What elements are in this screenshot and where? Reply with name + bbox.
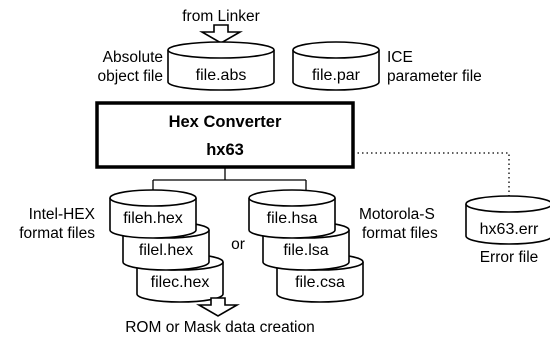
absolute-object-file-cylinder: file.abs bbox=[167, 41, 275, 91]
file-hsa-cylinder: file.hsa bbox=[248, 189, 336, 239]
absolute-label: Absolute bbox=[103, 49, 163, 66]
from-linker-label: from Linker bbox=[182, 8, 260, 25]
file-abs-label: file.abs bbox=[196, 67, 247, 84]
file-par-label: file.par bbox=[312, 67, 361, 84]
or-label: or bbox=[231, 236, 245, 253]
motorola-format-files-label: format files bbox=[362, 225, 438, 242]
ice-parameter-file-cylinder: file.par bbox=[292, 41, 380, 91]
error-file-label: Error file bbox=[480, 249, 539, 266]
error-output-dotted-connector bbox=[353, 152, 510, 196]
hx63-title: hx63 bbox=[206, 141, 244, 159]
fileh-hex-label: fileh.hex bbox=[123, 210, 183, 227]
hex-converter-box bbox=[95, 101, 355, 169]
filel-hex-label: filel.hex bbox=[139, 242, 193, 259]
ice-label: ICE bbox=[387, 49, 413, 66]
hex-converter-title: Hex Converter bbox=[169, 113, 282, 131]
input-arrow-icon bbox=[199, 24, 243, 44]
intel-format-files-label: format files bbox=[19, 225, 95, 242]
output-arrow-icon bbox=[196, 297, 240, 317]
file-lsa-label: file.lsa bbox=[283, 242, 328, 259]
motorola-s-label: Motorola-S bbox=[359, 206, 435, 223]
filel-hex-cylinder: filel.hex bbox=[122, 221, 210, 271]
fileh-hex-cylinder: fileh.hex bbox=[109, 189, 197, 239]
file-csa-label: file.csa bbox=[295, 274, 345, 291]
output-connector bbox=[152, 167, 307, 190]
intel-hex-label: Intel-HEX bbox=[29, 206, 96, 223]
motorola-s-file-stack: file.csa file.lsa file.hsa bbox=[248, 189, 364, 303]
filec-hex-label: filec.hex bbox=[151, 274, 210, 291]
rom-mask-data-label: ROM or Mask data creation bbox=[125, 319, 315, 336]
error-file-cylinder: hx63.err bbox=[465, 195, 550, 245]
intel-hex-file-stack: filec.hex filel.hex fileh.hex bbox=[109, 189, 224, 303]
hx63-err-label: hx63.err bbox=[480, 221, 539, 238]
file-hsa-label: file.hsa bbox=[267, 210, 318, 227]
object-file-label: object file bbox=[98, 68, 163, 85]
parameter-file-label: parameter file bbox=[387, 68, 482, 85]
